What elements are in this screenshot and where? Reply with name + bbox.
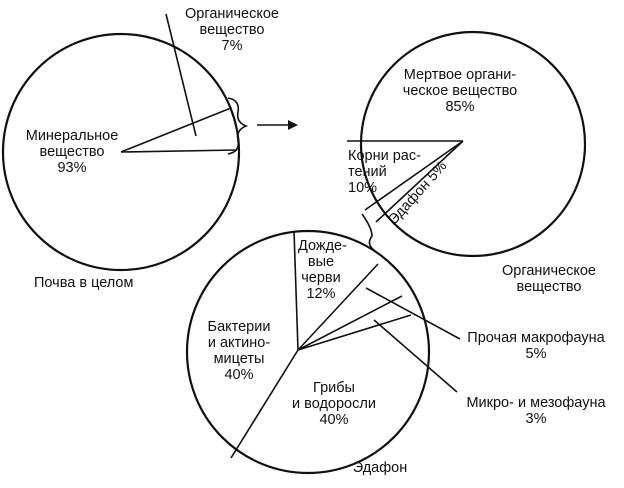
organic-divider-edaphon <box>375 140 464 223</box>
soil-divider-lower <box>120 149 238 153</box>
organic-pie <box>359 30 587 258</box>
soil-divider-upper <box>120 107 232 153</box>
edaphon-caption: Эдафон <box>352 460 408 476</box>
organic-dead-matter-label: Мертвое органи- ческое вещество 85% <box>402 67 518 115</box>
edaphon-microfauna-label: Микро- и мезофауна 3% <box>466 395 606 427</box>
edaphon-divider-bacteria <box>230 349 299 459</box>
soil-caption: Почва в целом <box>34 275 134 291</box>
edaphon-worms-label: Дожде- вые черви 12% <box>298 238 347 302</box>
arrow-head <box>288 120 298 130</box>
edaphon-macrofauna-label: Прочая макрофауна 5% <box>467 330 605 362</box>
soil-brace <box>227 97 249 155</box>
edaphon-divider-worms-left <box>293 230 299 351</box>
organic-roots-label: Корни рас- тений 10% <box>348 148 421 196</box>
organic-divider-roots-edaphon <box>364 140 464 211</box>
soil-organic-label: Органическое вещество 7% <box>185 6 279 54</box>
microfauna-leader-line <box>373 319 458 393</box>
edaphon-fungi-label: Грибы и водоросли 40% <box>292 380 376 428</box>
edaphon-divider-microfauna <box>297 314 412 351</box>
organic-caption: Органическое вещество <box>502 263 596 295</box>
edaphon-divider-worms-right <box>297 263 379 351</box>
soil-mineral-label: Минеральное вещество 93% <box>25 128 119 176</box>
edaphon-pie <box>185 229 431 475</box>
macrofauna-leader-line <box>365 287 461 340</box>
organic-leader-line <box>165 13 197 137</box>
edaphon-bacteria-label: Бактерии и актино- мицеты 40% <box>207 319 271 383</box>
edaphon-divider-macrofauna <box>297 295 403 351</box>
